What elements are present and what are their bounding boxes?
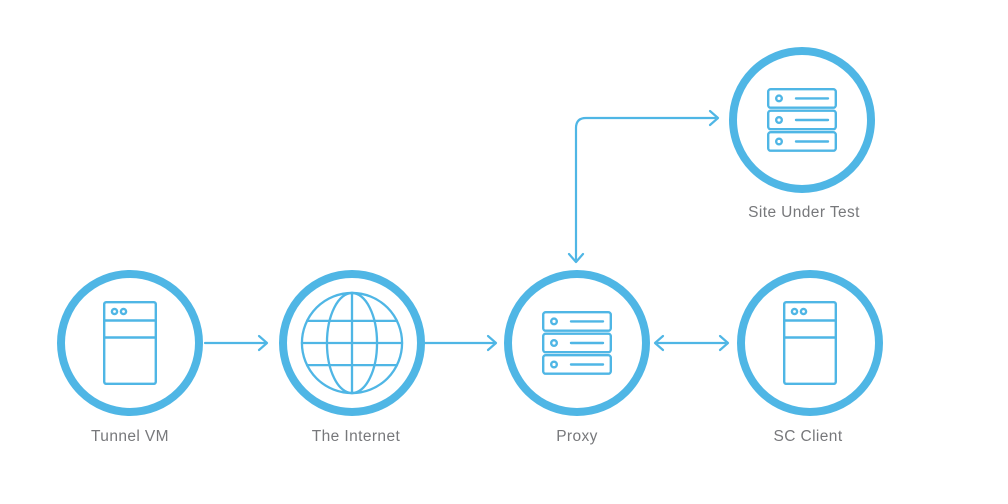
connector-internet-to-proxy xyxy=(423,334,498,352)
globe-icon xyxy=(300,291,404,395)
server-tower-icon xyxy=(103,301,157,385)
node-proxy xyxy=(504,270,650,416)
connector-proxy-siteundertest-elbow xyxy=(567,109,720,264)
arrowhead-right-icon xyxy=(257,334,269,352)
server-stack-icon xyxy=(542,311,612,375)
node-sc-client xyxy=(737,270,883,416)
proxy-label: Proxy xyxy=(556,428,598,445)
arrowhead-left-icon xyxy=(653,334,665,352)
tunnel-vm-label: Tunnel VM xyxy=(91,428,169,445)
node-the-internet xyxy=(279,270,425,416)
server-tower-icon xyxy=(783,301,837,385)
arrowhead-right-icon xyxy=(708,109,720,127)
arrowhead-down-icon xyxy=(567,252,585,264)
node-tunnel-vm xyxy=(57,270,203,416)
sc-client-label: SC Client xyxy=(773,428,843,445)
site-under-test-label: Site Under Test xyxy=(748,204,860,221)
arrowhead-right-icon xyxy=(718,334,730,352)
connector-tunnelvm-to-internet xyxy=(203,334,269,352)
connector-proxy-scclient-bidirectional xyxy=(653,334,730,352)
the-internet-label: The Internet xyxy=(311,428,401,445)
node-site-under-test xyxy=(729,47,875,193)
server-stack-icon xyxy=(767,88,837,152)
arrowhead-right-icon xyxy=(486,334,498,352)
